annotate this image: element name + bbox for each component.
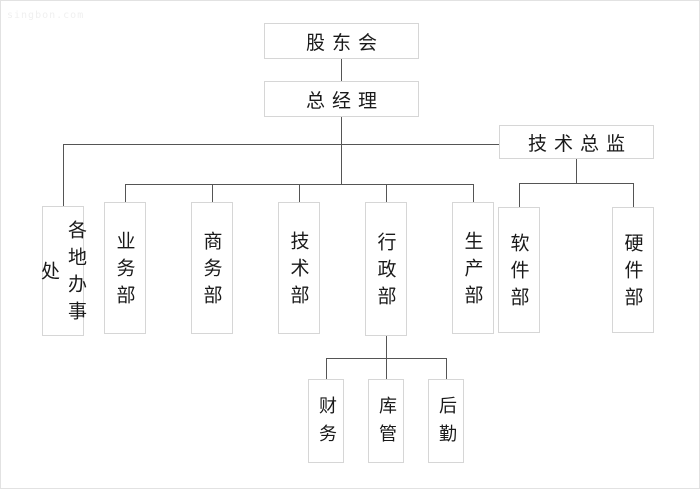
node-technology-dept[interactable]: 技术部 [278,202,320,334]
connector-drop-commerce-dept [212,184,213,202]
node-business-dept[interactable]: 业务部 [104,202,146,334]
connector-drop-business-dept [125,184,126,202]
node-regional-offices[interactable]: 各地办事处 [38,206,87,336]
node-production-dept[interactable]: 生产部 [452,202,494,334]
node-commerce-dept[interactable]: 商务部 [191,202,233,334]
node-general-manager[interactable]: 总经理 [264,81,419,117]
connector-drop-logistics [446,358,447,379]
connector-gm-wide-bus [63,144,500,145]
connector-drop-technology-dept [299,184,300,202]
connector-drop-hardware-dept [633,183,634,207]
node-shareholders[interactable]: 股东会 [264,23,419,59]
node-hardware-dept[interactable]: 硬件部 [612,207,654,333]
connector-tech-director-stem [576,159,577,183]
node-finance[interactable]: 财务 [308,379,344,463]
node-warehouse[interactable]: 库管 [368,379,404,463]
node-logistics[interactable]: 后勤 [428,379,464,463]
connector-administration-stem [386,336,387,358]
connector-drop-finance [326,358,327,379]
connector-drop-regional-offices [63,144,64,206]
watermark-text: singbon.com [7,10,85,21]
node-software-dept[interactable]: 软件部 [498,207,540,333]
connector-shareholders-to-gm [341,59,342,86]
connector-drop-production-dept [473,184,474,202]
connector-drop-warehouse [386,358,387,379]
connector-gm-stem [341,117,342,184]
node-administration-dept[interactable]: 行政部 [365,202,407,336]
connector-drop-software-dept [519,183,520,207]
connector-drop-administration-dept [386,184,387,202]
node-technical-director[interactable]: 技术总监 [499,125,654,159]
connector-tech-director-bus [519,183,634,184]
